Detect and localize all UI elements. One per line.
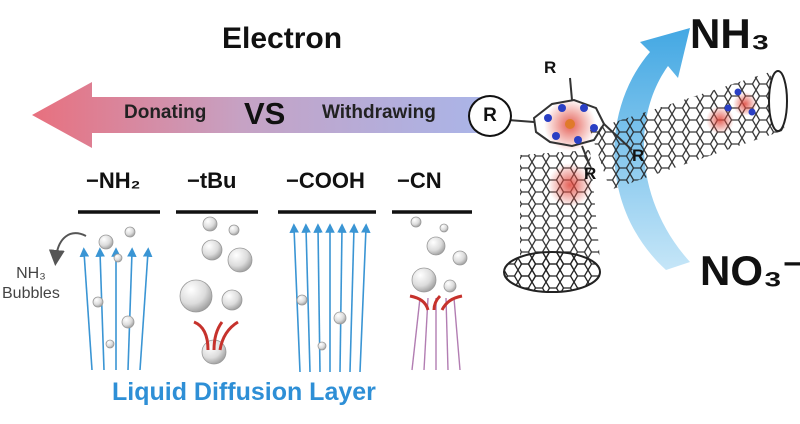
group-label-nh2: −NH₂	[86, 168, 140, 194]
flow-lines-cn	[412, 298, 460, 370]
group-label-tbu: −tBu	[187, 168, 237, 194]
nanotube-horizontal	[590, 71, 787, 190]
group-label-cooh: −COOH	[286, 168, 365, 194]
substituent-label-top: R	[544, 58, 556, 78]
reactant-label: NO₃⁻	[700, 246, 800, 295]
donating-label: Donating	[124, 102, 206, 124]
vs-label: VS	[244, 96, 285, 132]
group-label-cn: −CN	[397, 168, 442, 194]
bubbles-tbu	[180, 217, 252, 364]
bubbles-cn	[411, 217, 467, 292]
substituent-label-right: R	[632, 146, 644, 166]
product-label: NH₃	[690, 10, 770, 58]
bubbles-cooh	[297, 295, 346, 350]
substituent-label-lower: R	[584, 164, 596, 184]
liquid-diffusion-layer-label: Liquid Diffusion Layer	[112, 378, 376, 407]
withdrawing-label: Withdrawing	[322, 102, 436, 124]
nh3-bubbles-line2: Bubbles	[2, 284, 60, 304]
nh3-bubbles-label: NH₃ Bubbles	[2, 264, 60, 304]
diagram-title: Electron	[222, 22, 342, 56]
nh3-bubbles-line1: NH₃	[2, 264, 60, 284]
bubbles-pointer	[56, 233, 86, 258]
substituent-circle: R	[468, 95, 512, 137]
flow-arrows-nh2	[84, 252, 148, 370]
